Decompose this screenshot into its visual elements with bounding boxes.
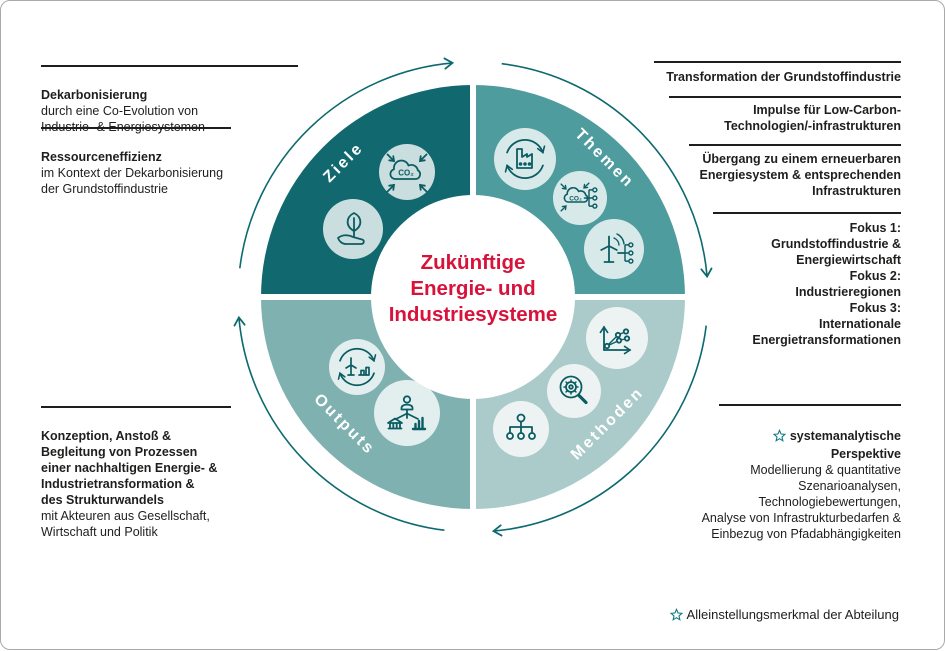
goal-title: Dekarbonisierung: [41, 88, 148, 102]
cycle-arrow-right-icon: [501, 62, 713, 279]
leaf-hand-icon: [323, 199, 383, 259]
gear-magnifier-icon: [547, 364, 601, 418]
star-icon: [669, 607, 683, 624]
left-text-column: Dekarbonisierung durch eine Co-Evolution …: [41, 1, 303, 651]
cycle-arrow-top-icon: [239, 57, 455, 269]
footer-legend: Alleinstellungsmerkmal der Abteilung: [669, 607, 899, 624]
divider: [689, 144, 901, 146]
outputs-note-bold: Konzeption, Anstoß & Begleitung von Proz…: [41, 429, 218, 507]
theme-item: Impulse für Low-Carbon- Technologien/-in…: [724, 103, 901, 133]
co2-network-icon: CO₂: [553, 171, 607, 225]
outputs-note: Konzeption, Anstoß & Begleitung von Proz…: [41, 412, 303, 540]
right-text-column: Transformation der Grundstoffindustrie I…: [631, 1, 901, 651]
co2-reduction-icon: CO₂: [379, 144, 435, 200]
stakeholder-network-icon: [374, 380, 440, 446]
outputs-note-regular: mit Akteuren aus Gesellschaft, Wirtschaf…: [41, 509, 210, 539]
quadrant-outputs: [261, 297, 473, 509]
methods-note: systemanalytische Perspektive Modellieru…: [631, 412, 901, 542]
cycle-arrows: [233, 57, 713, 537]
methods-note-regular: Modellierung & quantitative Szenarioanal…: [701, 463, 901, 541]
theme-item: Transformation der Grundstoffindustrie: [666, 70, 901, 84]
divider: [41, 127, 231, 129]
divider: [654, 61, 901, 63]
goal-body: durch eine Co-Evolution von Industrie- &…: [41, 104, 205, 134]
factory-cycle-icon: [494, 128, 556, 190]
wind-energy-network-icon: [584, 219, 644, 279]
divider: [41, 406, 231, 408]
goal-body: im Kontext der Dekarbonisierung der Grun…: [41, 166, 224, 196]
svg-text:CO₂: CO₂: [569, 196, 582, 203]
divider: [719, 404, 901, 406]
methods-note-bold: systemanalytische Perspektive: [789, 429, 901, 461]
footer-legend-text: Alleinstellungsmerkmal der Abteilung: [686, 607, 899, 622]
divider: [41, 65, 298, 67]
divider: [713, 212, 901, 214]
cycle-arrow-left-icon: [233, 315, 445, 531]
goal-title: Ressourceneffizienz: [41, 150, 162, 164]
svg-text:CO₂: CO₂: [398, 169, 414, 178]
focus-list: Fokus 1: Grundstoffindustrie & Energiewi…: [752, 221, 901, 347]
energy-output-cycle-icon: [329, 339, 385, 395]
star-icon: [772, 428, 787, 446]
divider: [669, 96, 901, 98]
diagram-center-title: Zukünftige Energie- und Industriesysteme: [388, 251, 558, 326]
quadrant-ziele: [261, 85, 473, 297]
goal-item-dekarbonisierung: Dekarbonisierung durch eine Co-Evolution …: [41, 71, 303, 135]
theme-item: Übergang zu einem erneuerbaren Energiesy…: [699, 152, 901, 198]
hierarchy-icon: [493, 401, 549, 457]
scenario-chart-icon: [586, 307, 648, 369]
goal-item-ressourceneffizienz: Ressourceneffizienz im Kontext der Dekarb…: [41, 133, 303, 197]
cycle-arrow-bottom-icon: [491, 325, 707, 537]
